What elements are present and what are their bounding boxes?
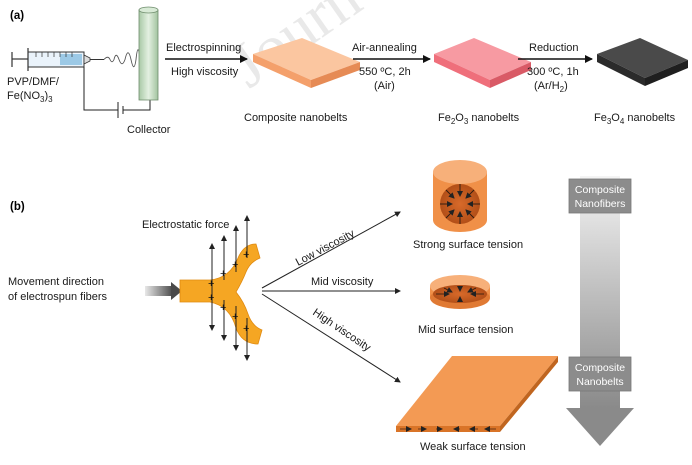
svg-text:+: + — [208, 278, 214, 290]
svg-text:+: + — [232, 259, 238, 271]
svg-text:Composite: Composite — [575, 362, 625, 374]
composite-nanofibers-box: Composite Nanofibers — [568, 178, 632, 214]
svg-text:Nanobelts: Nanobelts — [576, 376, 623, 388]
cylinder-fiber-shape — [433, 160, 487, 232]
belt-shape — [396, 356, 558, 432]
electrostatic-force-arrows — [209, 215, 250, 361]
low-viscosity-label: Low viscosity — [294, 227, 357, 268]
charge-symbols: + + + + + + + + — [208, 249, 249, 335]
svg-text:+: + — [243, 323, 249, 335]
fe2o3-nanobelt-slab — [434, 38, 531, 88]
panel-a-label: (a) — [10, 10, 24, 22]
solution-label: PVP/DMF/ — [7, 76, 60, 88]
step2-atmosphere: (Air) — [374, 80, 395, 92]
svg-text:+: + — [232, 311, 238, 323]
svg-text:+: + — [220, 302, 226, 314]
high-viscosity-arrow — [261, 293, 401, 383]
fe3o4-nanobelts-label: Fe3O4 nanobelts — [594, 112, 676, 126]
taylor-cone-jet — [103, 49, 145, 71]
composite-nanobelts-label: Composite nanobelts — [244, 112, 348, 124]
syringe — [11, 48, 104, 71]
step3-label: Reduction — [529, 42, 579, 54]
step1-condition: High viscosity — [171, 66, 239, 78]
low-viscosity-arrow — [261, 211, 401, 289]
step2-label: Air-annealing — [352, 42, 417, 54]
svg-text:Composite: Composite — [575, 184, 625, 196]
svg-text:+: + — [208, 292, 214, 304]
solution-label-formula: Fe(NO3)3 — [7, 90, 53, 104]
svg-text:Nanofibers: Nanofibers — [575, 198, 626, 210]
electrospun-fiber-split — [179, 243, 263, 345]
movement-direction-label-2: of electrospun fibers — [8, 291, 108, 303]
step1-label: Electrospinning — [166, 42, 241, 54]
flattened-fiber-shape — [430, 275, 490, 309]
movement-arrow — [145, 282, 182, 300]
panel-b-label: (b) — [10, 201, 25, 213]
electrostatic-force-label: Electrostatic force — [142, 219, 229, 231]
fe3o4-nanobelt-slab — [597, 38, 688, 86]
weak-surface-tension-label: Weak surface tension — [420, 441, 526, 453]
composite-nanobelts-box: Composite Nanobelts — [568, 356, 632, 392]
composite-nanobelt-slab — [253, 38, 360, 88]
step3-condition: 300 ºC, 1h — [527, 66, 579, 78]
mid-viscosity-label: Mid viscosity — [311, 276, 374, 288]
collector-drum — [138, 6, 159, 101]
step3-atmosphere: (Ar/H2) — [534, 80, 568, 94]
collector-label: Collector — [127, 124, 171, 136]
mid-surface-tension-label: Mid surface tension — [418, 324, 513, 336]
power-circuit — [83, 67, 151, 118]
transition-arrow — [566, 176, 634, 446]
fe2o3-nanobelts-label: Fe2O3 nanobelts — [438, 112, 520, 126]
step2-condition: 550 ºC, 2h — [359, 66, 411, 78]
svg-text:+: + — [243, 249, 249, 261]
strong-surface-tension-label: Strong surface tension — [413, 239, 523, 251]
movement-direction-label: Movement direction — [8, 276, 104, 288]
svg-text:+: + — [220, 268, 226, 280]
